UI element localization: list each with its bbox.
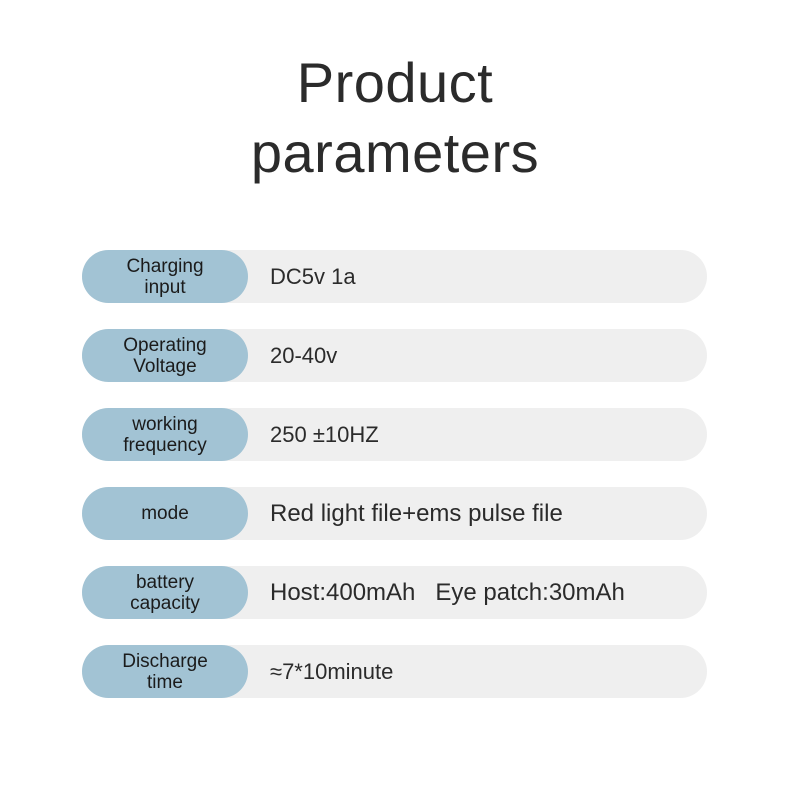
spec-row-mode: mode Red light file+ems pulse file [0, 487, 790, 540]
spec-label-text: battery capacity [130, 571, 200, 614]
spec-label-pill-working-frequency: working frequency [82, 408, 248, 461]
spec-list: Charging input DC5v 1a Operating Voltage… [0, 250, 790, 724]
page-title: Product parameters [0, 48, 790, 188]
spec-label-text: Discharge time [122, 650, 208, 693]
spec-label-pill-mode: mode [82, 487, 248, 540]
spec-label-pill-operating-voltage: Operating Voltage [82, 329, 248, 382]
spec-value-text-discharge-time: ≈7*10minute [270, 658, 394, 684]
spec-value-text-charging-input: DC5v 1a [270, 263, 356, 289]
spec-value-text-working-frequency: 250 ±10HZ [270, 421, 379, 447]
spec-label-text: mode [141, 503, 189, 524]
spec-label-pill-discharge-time: Discharge time [82, 645, 248, 698]
spec-label-pill-battery-capacity: battery capacity [82, 566, 248, 619]
spec-value-text-mode: Red light file+ems pulse file [270, 499, 563, 527]
spec-row-working-frequency: working frequency 250 ±10HZ [0, 408, 790, 461]
spec-value-text-operating-voltage: 20-40v [270, 342, 338, 368]
spec-row-charging-input: Charging input DC5v 1a [0, 250, 790, 303]
spec-label-text: working frequency [123, 413, 207, 456]
spec-row-operating-voltage: Operating Voltage 20-40v [0, 329, 790, 382]
spec-row-battery-capacity: battery capacity Host:400mAh Eye patch:3… [0, 566, 790, 619]
page-title-line-2: parameters [250, 121, 540, 184]
spec-label-text: Operating Voltage [123, 334, 207, 377]
spec-value-text-battery-capacity: Host:400mAh Eye patch:30mAh [270, 578, 625, 606]
spec-label-text: Charging input [126, 255, 204, 298]
spec-row-discharge-time: Discharge time ≈7*10minute [0, 645, 790, 698]
spec-label-pill-charging-input: Charging input [82, 250, 248, 303]
page-title-line-1: Product [296, 51, 494, 114]
